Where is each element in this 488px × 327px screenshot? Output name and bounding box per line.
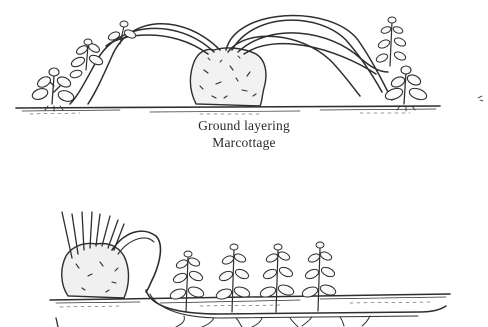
new-shoots-bottom [169, 242, 337, 312]
leafy-tip-top-right [375, 17, 407, 66]
mother-plant-stool-bottom [62, 244, 129, 299]
ground-line-top [16, 106, 440, 108]
leafy-tip-top-left-2 [69, 39, 104, 79]
bottom-panel-drawing [50, 212, 450, 327]
mother-plant-stool-top [190, 48, 266, 106]
top-panel-drawing [16, 16, 483, 114]
caption-ground-layering: Ground layering [0, 117, 488, 134]
rooted-plant-top-right [384, 66, 428, 111]
caption-marcottage: Marcottage [0, 134, 488, 151]
rooted-plant-top-left [31, 68, 75, 111]
